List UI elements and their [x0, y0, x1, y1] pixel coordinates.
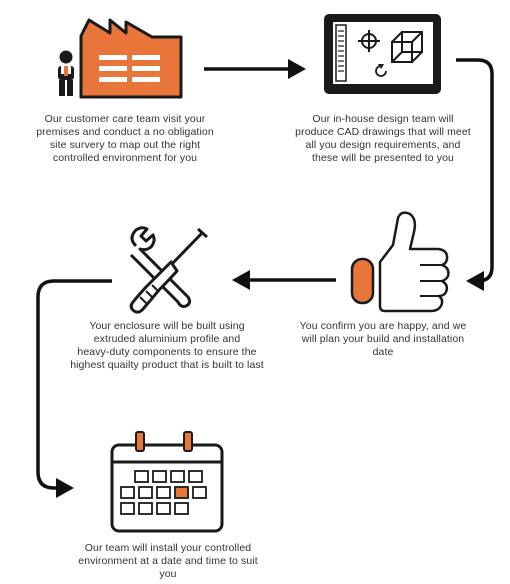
cad-monitor-icon — [324, 14, 441, 94]
tools-icon — [129, 226, 208, 314]
step-1-line: premises and conduct a no obligation — [36, 126, 214, 138]
step-3-description: Your enclosure will be built using extru… — [42, 320, 292, 372]
arrow-curve-down-left — [36, 279, 112, 498]
step-1-line: Our customer care team visit your — [44, 113, 206, 125]
step-4-line: will plan your build and installation — [301, 333, 465, 345]
step-2-line: these will be presented to you — [312, 152, 454, 164]
step-4-description: You confirm you are happy, and we will p… — [288, 320, 478, 359]
arrow-right-1 — [204, 59, 306, 79]
step-1-description: Our customer care team visit your premis… — [20, 113, 230, 165]
thumbs-up-icon — [350, 211, 450, 313]
calendar-icon — [110, 431, 224, 533]
step-4-line: date — [372, 346, 394, 358]
step-2-line: produce CAD drawings that will meet — [295, 126, 471, 138]
step-3-line: Your enclosure will be built using — [89, 320, 245, 332]
arrow-curve-down — [456, 58, 494, 291]
step-1-line: site survery to map out the right — [49, 139, 201, 151]
factory-icon — [79, 18, 183, 99]
step-3-line: highest quailty product that is built to… — [70, 359, 264, 371]
step-3-line: heavy-duty components to ensure the — [77, 346, 257, 358]
person-icon — [58, 50, 74, 96]
step-5-line: you — [159, 568, 177, 580]
step-2-line: Our in-house design team will — [312, 113, 454, 125]
step-5-description: Our team will install your controlled en… — [58, 542, 278, 581]
step-5-line: Our team will install your controlled — [84, 542, 252, 554]
step-4-line: You confirm you are happy, and we — [299, 320, 467, 332]
step-2-description: Our in-house design team will produce CA… — [278, 113, 488, 165]
arrow-left — [232, 270, 336, 290]
step-1-line: controlled environment for you — [52, 152, 198, 164]
step-5-line: environment at a date and time to suit — [78, 555, 258, 567]
step-3-line: extruded aluminium profile and — [93, 333, 241, 345]
step-2-line: all you design requirements, and — [305, 139, 461, 151]
